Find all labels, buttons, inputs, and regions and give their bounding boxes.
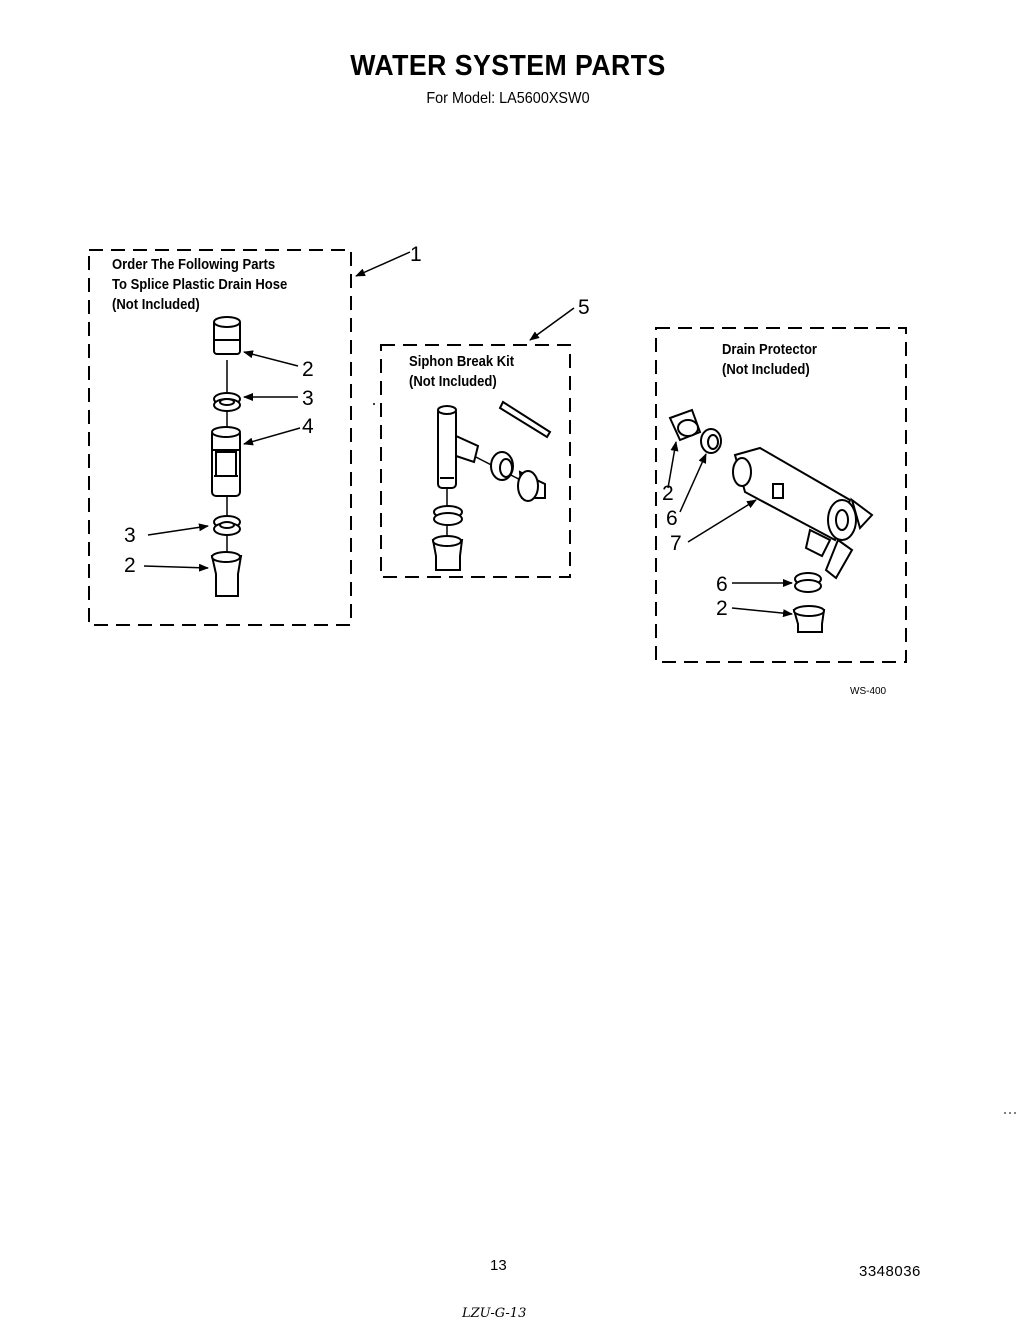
drain-clamp-bottom [794,572,822,593]
siphon-tee [437,405,480,489]
drain-protector-parts [668,408,874,633]
drain-label-line-2: (Not Included) [722,362,810,378]
callout-6-drain-top: 6 [666,507,678,530]
coupling-part-2-top [213,316,241,355]
drain-coupling-bottom [792,605,826,633]
drain-protector-box [655,327,907,663]
clamp-part-3-bottom [213,515,241,536]
drain-box-label: Drain Protector (Not Included) [722,340,817,380]
siphon-label-line-1: Siphon Break Kit [409,354,515,370]
callout-5: 5 [578,296,590,319]
callout-1: 1 [410,243,422,266]
document-number: 3348036 [859,1263,921,1280]
splice-parts-stack [210,316,243,597]
splice-label-line-1: Order The Following Parts [112,257,276,273]
splice-label-line-3: (Not Included) [112,297,200,313]
coupling-part-2-bottom [210,551,243,597]
callout-6-drain-bottom: 6 [716,573,728,596]
drain-label-line-1: Drain Protector [722,342,818,358]
connector-part-4 [211,426,241,497]
model-subtitle: For Model: LA5600XSW0 [426,90,590,107]
callout-2-drain-top: 2 [662,482,674,505]
drain-clamp-top [700,428,722,454]
figure-code: WS-400 [850,686,887,697]
callout-3-top: 3 [302,387,314,410]
siphon-break-kit-box [380,344,571,578]
handwritten-note: LZU-G-13 [462,1306,527,1321]
callout-7: 7 [670,532,682,555]
page-number: 13 [490,1257,507,1274]
drain-protector-body [732,446,874,580]
tie-strap [498,400,552,439]
callout-2-bottom: 2 [124,554,136,577]
page-title: WATER SYSTEM PARTS [350,50,666,82]
siphon-box-label: Siphon Break Kit (Not Included) [409,352,514,392]
siphon-coupling [517,470,546,502]
callout-3-bottom: 3 [124,524,136,547]
callout-leaders [143,251,793,618]
splice-label-line-2: To Splice Plastic Drain Hose [112,277,288,293]
siphon-break-kit-parts [431,400,552,571]
siphon-clamp [490,451,514,481]
callout-2-drain-bottom: 2 [716,597,728,620]
siphon-lower-clamp [433,505,463,526]
siphon-lower-coupling [431,535,464,571]
callout-2-top: 2 [302,358,314,381]
clamp-part-3-top [213,392,241,412]
callout-4: 4 [302,415,314,438]
drain-coupling-top [668,408,702,442]
siphon-label-line-2: (Not Included) [409,374,497,390]
splice-parts-box [88,249,352,626]
splice-box-label: Order The Following Parts To Splice Plas… [112,255,287,315]
